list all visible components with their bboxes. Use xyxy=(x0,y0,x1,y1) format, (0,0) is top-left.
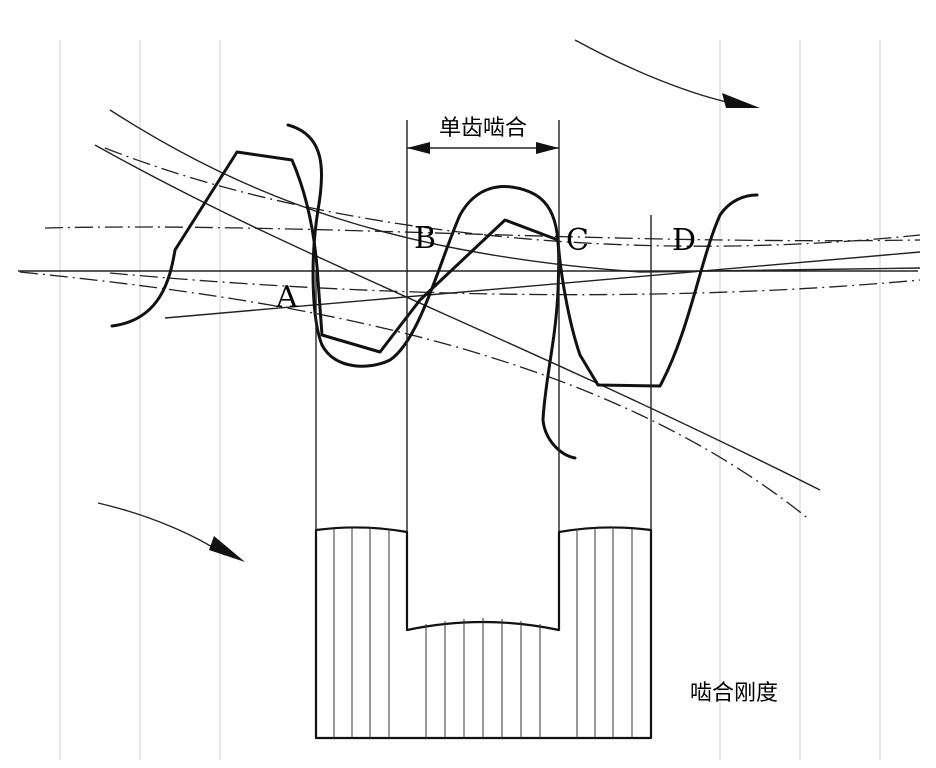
point-a-label: A xyxy=(275,280,298,315)
point-b-label: B xyxy=(414,221,436,256)
stiffness-hatching xyxy=(333,527,633,738)
line-of-action xyxy=(164,251,921,319)
point-c-label: C xyxy=(566,223,589,258)
point-d-label: D xyxy=(672,223,696,258)
mesh-stiffness-label: 啮合刚度 xyxy=(690,681,778,706)
single-tooth-mesh-dimension xyxy=(407,142,559,154)
gear-tooth-profile-1 xyxy=(110,150,759,388)
gear-tooth-profile-2 xyxy=(286,123,577,460)
rotation-arrow-bottom xyxy=(97,502,245,562)
mesh-stiffness-graph xyxy=(314,526,653,740)
single-tooth-mesh-label: 单齿啮合 xyxy=(439,116,527,141)
background-grid xyxy=(59,40,881,760)
rotation-arrow-top xyxy=(574,39,760,108)
pitch-circles xyxy=(19,109,921,521)
